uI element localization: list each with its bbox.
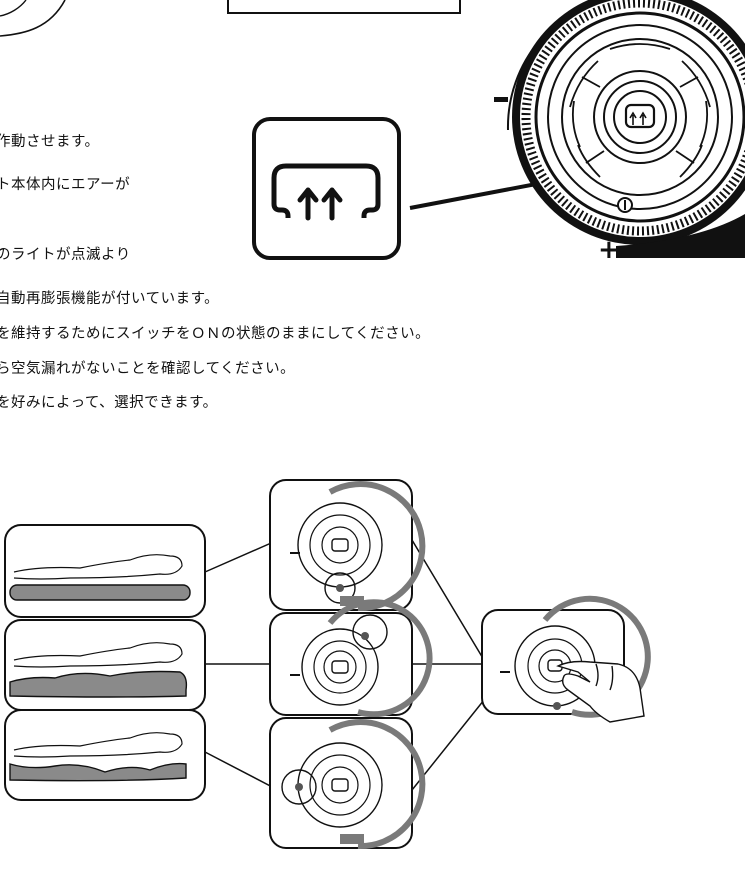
top-box-outline [227, 0, 461, 14]
mattress-panel-medium [4, 619, 206, 711]
instruction-line-2: ト本体内にエアーが [0, 177, 131, 193]
instruction-line-4: 自動再膨張機能が付いています。 [0, 291, 220, 307]
knob-panel-middle [269, 599, 433, 718]
highlight-circle-middle [352, 614, 388, 650]
minus-indicator [494, 97, 508, 102]
pointing-hand-icon [556, 660, 645, 723]
plus-arc-bar [616, 214, 745, 258]
instruction-line-1: 作動させます。 [0, 134, 100, 150]
air-button-enlarged [252, 117, 401, 260]
mattress-panel-soft [4, 709, 206, 801]
instruction-line-7: を好みによって、選択できます。 [0, 395, 218, 411]
device-inner-outline [0, 0, 27, 17]
highlight-circle-bottom [281, 769, 317, 805]
pump-knob [512, 0, 745, 245]
air-inflate-icon [271, 163, 381, 221]
knob-panel-top [269, 479, 426, 612]
highlight-circle-top [324, 572, 356, 604]
instruction-line-5: を維持するためにスイッチをＯＮの状態のままにしてください。 [0, 326, 431, 342]
minus-symbol: − [491, 84, 513, 110]
knob-panel-right [481, 595, 651, 718]
device-edge-outline [0, 0, 66, 37]
power-icon [617, 197, 633, 213]
top-illustration: + [0, 0, 745, 265]
instruction-line-6: ら空気漏れがないことを確認してください。 [0, 361, 296, 377]
knob-air-icon [624, 103, 656, 129]
mattress-panel-firm [4, 524, 206, 618]
instruction-line-3: のライトが点滅より [0, 247, 131, 263]
knob-panel-bottom [269, 717, 426, 850]
plus-symbol: + [598, 235, 620, 265]
